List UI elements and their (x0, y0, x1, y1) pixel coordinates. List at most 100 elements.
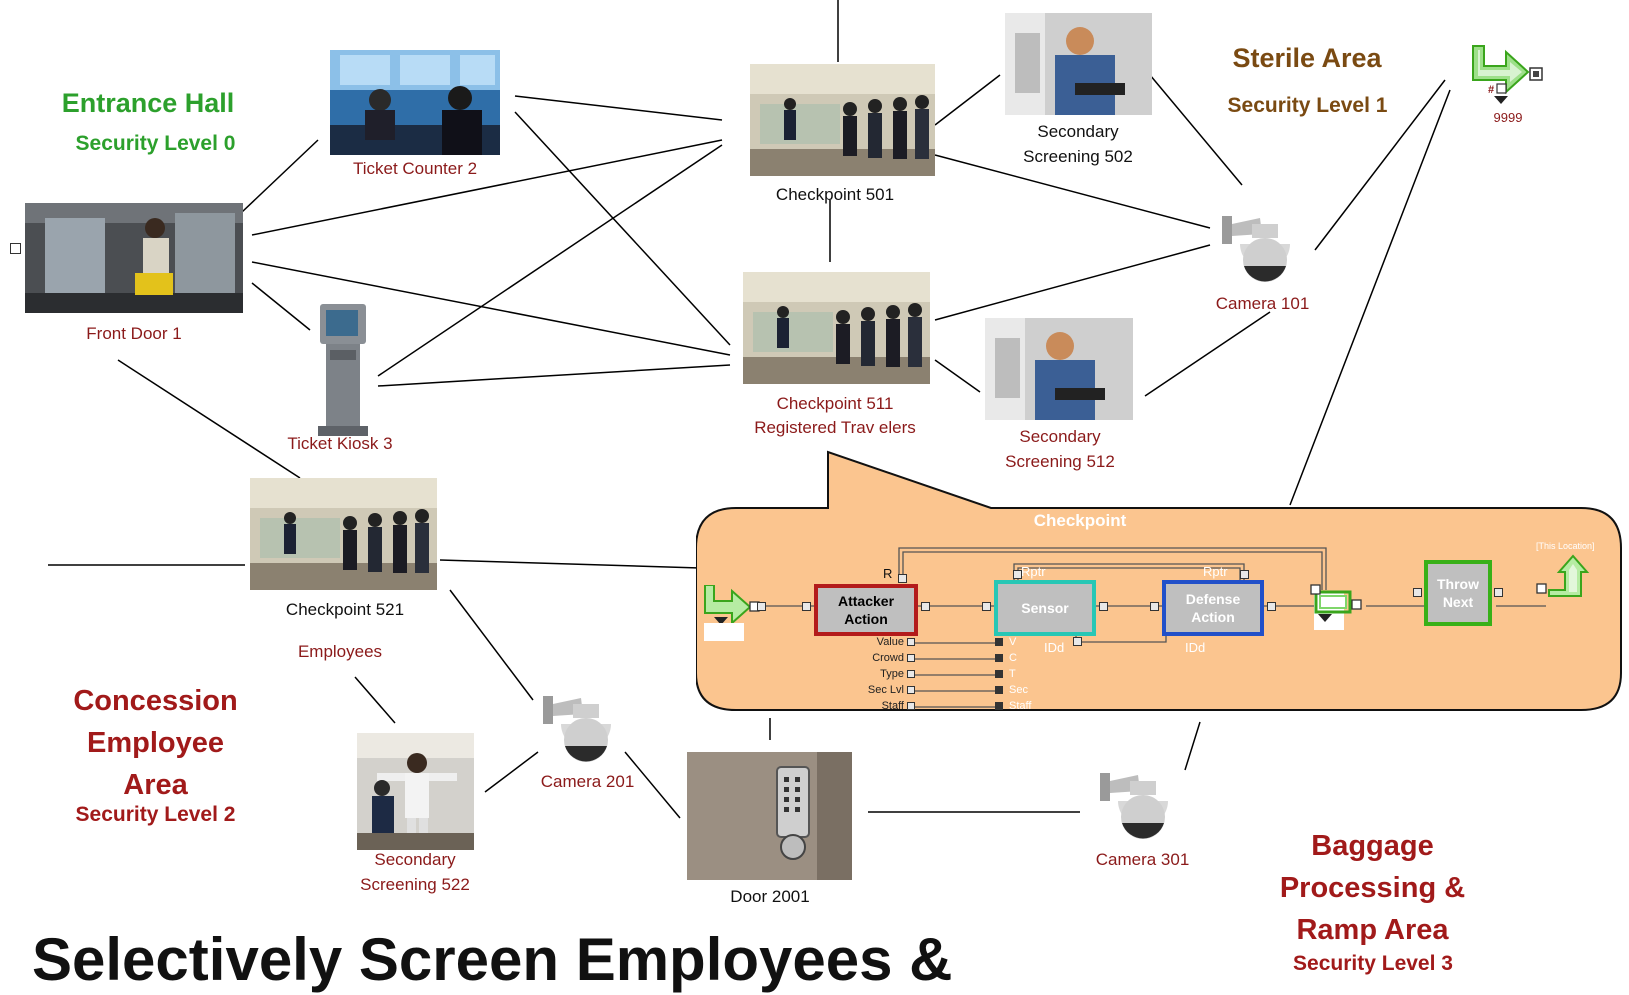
input-right-staff: Staff (1009, 700, 1032, 712)
entrance-hall-title: Entrance Hall (61, 88, 235, 118)
port (907, 702, 915, 710)
port (1099, 602, 1108, 611)
input-label-value: Value (876, 636, 904, 648)
port (907, 638, 915, 646)
this-location-arrow-icon (1536, 554, 1590, 597)
callout-title: Checkpoint (1033, 511, 1127, 530)
input-right-t: T (1009, 668, 1016, 680)
sterile-area-level: Security Level 1 (1227, 94, 1388, 117)
port (1073, 637, 1082, 646)
port (802, 602, 811, 611)
exit-number-label: 9999 (1493, 110, 1523, 125)
svg-text:#: # (1488, 84, 1494, 96)
secondary-502-label-line2: Screening 502 (1023, 147, 1133, 166)
input-right-c: C (1009, 652, 1017, 664)
front-door-photo[interactable] (25, 203, 243, 313)
defense-action-label: Defense Action (1185, 591, 1241, 625)
secondary-screening-522-photo[interactable] (357, 733, 474, 850)
checkpoint-501-label: Checkpoint 501 (775, 185, 895, 204)
security-camera-icon (1222, 216, 1290, 282)
port (1413, 588, 1422, 597)
defense-action-block[interactable]: Defense Action (1162, 580, 1264, 636)
concession-area-title: Concession Employee Area (73, 685, 238, 801)
secondary-screening-502-photo[interactable] (1005, 13, 1152, 115)
ticket-kiosk-photo[interactable] (312, 300, 372, 440)
secondary-522-label-line1: Secondary (374, 850, 456, 869)
idd-label-2: IDd (1185, 640, 1206, 655)
port (995, 702, 1003, 710)
employees-label: Employees (297, 642, 383, 661)
r-label: R (883, 566, 893, 581)
front-door-label: Front Door 1 (86, 324, 182, 343)
secondary-512-label-line2: Screening 512 (1005, 452, 1115, 471)
input-label-sec-lvl: Sec Lvl (867, 684, 904, 696)
checkpoint-callout-bubble (696, 450, 1622, 711)
checkpoint-521-photo[interactable] (250, 478, 437, 590)
ticket-counter-label: Ticket Counter 2 (352, 159, 478, 178)
port (1240, 570, 1249, 579)
throw-next-block[interactable]: Throw Next (1424, 560, 1492, 626)
door-2001-label: Door 2001 (730, 887, 810, 906)
this-location-label: [This Location] (1536, 541, 1595, 551)
callout-join-arrow-icon (1310, 584, 1362, 630)
input-label-staff: Staff (881, 700, 904, 712)
throw-next-label: Throw Next (1437, 576, 1479, 610)
port (907, 686, 915, 694)
port (995, 670, 1003, 678)
rptr-label-1: Rptr (1021, 564, 1046, 579)
camera-301-label: Camera 301 (1095, 850, 1190, 869)
port (982, 602, 991, 611)
input-right-v: V (1009, 636, 1017, 648)
camera-201[interactable] (543, 688, 613, 768)
baggage-area-title: Baggage Processing & Ramp Area (1279, 830, 1466, 946)
ticket-counter-photo[interactable] (330, 50, 500, 155)
idd-label-1: IDd (1044, 640, 1065, 655)
concession-area-level: Security Level 2 (75, 803, 236, 826)
security-camera-icon (1100, 773, 1168, 839)
door-2001-photo[interactable] (687, 752, 852, 880)
rptr-label-2: Rptr (1203, 564, 1228, 579)
sensor-block[interactable]: Sensor (994, 580, 1096, 636)
port (1150, 602, 1159, 611)
input-right-sec: Sec (1009, 684, 1028, 696)
checkpoint-501-photo[interactable] (750, 64, 935, 176)
port (1267, 602, 1276, 611)
security-camera-icon (543, 696, 611, 762)
headline: Selectively Screen Employees & (32, 926, 953, 993)
checkpoint-521-label: Checkpoint 521 (285, 600, 405, 619)
baggage-area-level: Security Level 3 (1293, 952, 1453, 975)
port (898, 574, 907, 583)
entrance-hall-level: Security Level 0 (75, 132, 236, 155)
secondary-502-label-line1: Secondary (1037, 122, 1119, 141)
checkpoint-511-label-line1: Checkpoint 511 (776, 394, 894, 413)
port (995, 654, 1003, 662)
checkpoint-511-photo[interactable] (743, 272, 930, 384)
camera-201-label: Camera 201 (540, 772, 635, 791)
port (907, 670, 915, 678)
camera-101-label: Camera 101 (1215, 294, 1310, 313)
ticket-kiosk-label: Ticket Kiosk 3 (287, 434, 393, 453)
secondary-screening-512-photo[interactable] (985, 318, 1133, 420)
port (757, 602, 766, 611)
port (995, 686, 1003, 694)
camera-101[interactable] (1222, 208, 1292, 288)
sensor-label: Sensor (1021, 600, 1069, 616)
port (1494, 588, 1503, 597)
attacker-action-block[interactable]: Attacker Action (814, 584, 918, 636)
port (921, 602, 930, 611)
checkpoint-511-label-line2: Registered Trav elers (754, 418, 916, 437)
exit-arrow-icon: # (1472, 45, 1543, 104)
secondary-522-label-line2: Screening 522 (360, 875, 470, 894)
input-label-type: Type (880, 668, 904, 680)
attacker-action-label: Attacker Action (837, 593, 895, 627)
callout-start-arrow-icon (704, 585, 760, 641)
secondary-512-label-line1: Secondary (1019, 427, 1101, 446)
entry-port-marker (10, 243, 21, 254)
exit-location-9999[interactable]: # (1470, 40, 1545, 110)
port (995, 638, 1003, 646)
port (1013, 570, 1022, 579)
sterile-area-title: Sterile Area (1232, 43, 1382, 73)
camera-301[interactable] (1100, 765, 1170, 845)
